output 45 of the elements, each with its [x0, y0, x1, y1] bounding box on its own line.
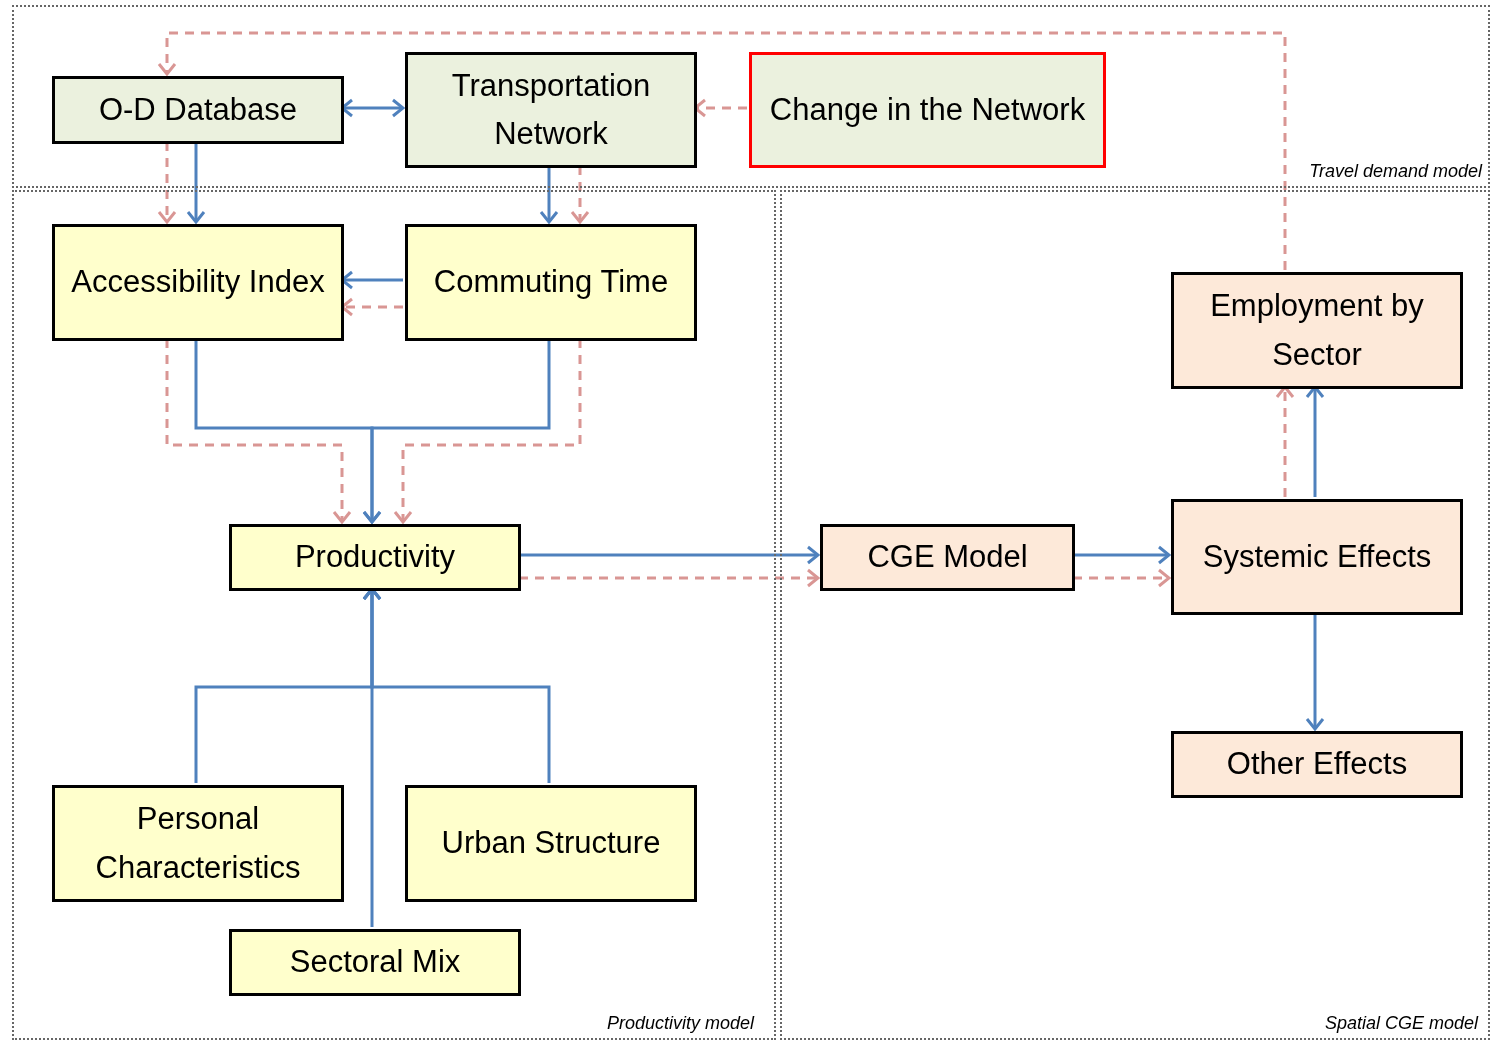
process-box — [1171, 499, 1463, 615]
arrow — [1073, 568, 1171, 588]
box-label: Sectoral Mix — [288, 943, 462, 982]
arrow — [165, 339, 352, 524]
arrow — [519, 568, 820, 588]
box-label: Change in the Network — [768, 90, 1087, 129]
process-box — [820, 524, 1075, 591]
box-label: Productivity — [293, 538, 457, 577]
arrow — [362, 339, 551, 524]
arrow — [519, 545, 820, 565]
process-box — [405, 52, 697, 168]
region-label: Travel demand model — [1309, 161, 1482, 182]
region-frame — [12, 5, 1490, 188]
box-label: O-D Database — [97, 90, 299, 129]
box-label: Employment by Sector — [1209, 287, 1425, 374]
region-label: Spatial CGE model — [1324, 1013, 1478, 1034]
process-box — [405, 785, 697, 902]
box-label: Accessibility Index — [70, 263, 326, 302]
arrow — [1073, 545, 1171, 565]
arrow — [186, 142, 206, 224]
arrow — [1305, 613, 1325, 731]
region-frame — [780, 190, 1490, 1040]
arrow — [157, 142, 177, 224]
box-label: Commuting Time — [432, 263, 670, 302]
process-box — [405, 224, 697, 341]
process-box — [52, 785, 344, 902]
process-box — [229, 929, 521, 996]
arrow — [570, 166, 590, 224]
box-label: Personal Characteristics — [94, 800, 302, 887]
box-label: Transportation Network — [450, 66, 652, 153]
box-label: Other Effects — [1225, 745, 1409, 784]
process-box — [52, 76, 344, 144]
arrow — [539, 166, 559, 224]
region-frame — [12, 190, 776, 1040]
region-label: Productivity model — [606, 1013, 754, 1034]
process-box — [52, 224, 344, 341]
box-label: Systemic Effects — [1201, 537, 1433, 576]
process-box — [749, 52, 1106, 168]
process-box — [1171, 731, 1463, 798]
box-label: Urban Structure — [440, 824, 662, 863]
arrow — [393, 339, 582, 524]
box-label: CGE Model — [866, 538, 1029, 577]
arrow — [157, 31, 1287, 270]
process-box — [229, 524, 521, 591]
process-box — [1171, 272, 1463, 389]
